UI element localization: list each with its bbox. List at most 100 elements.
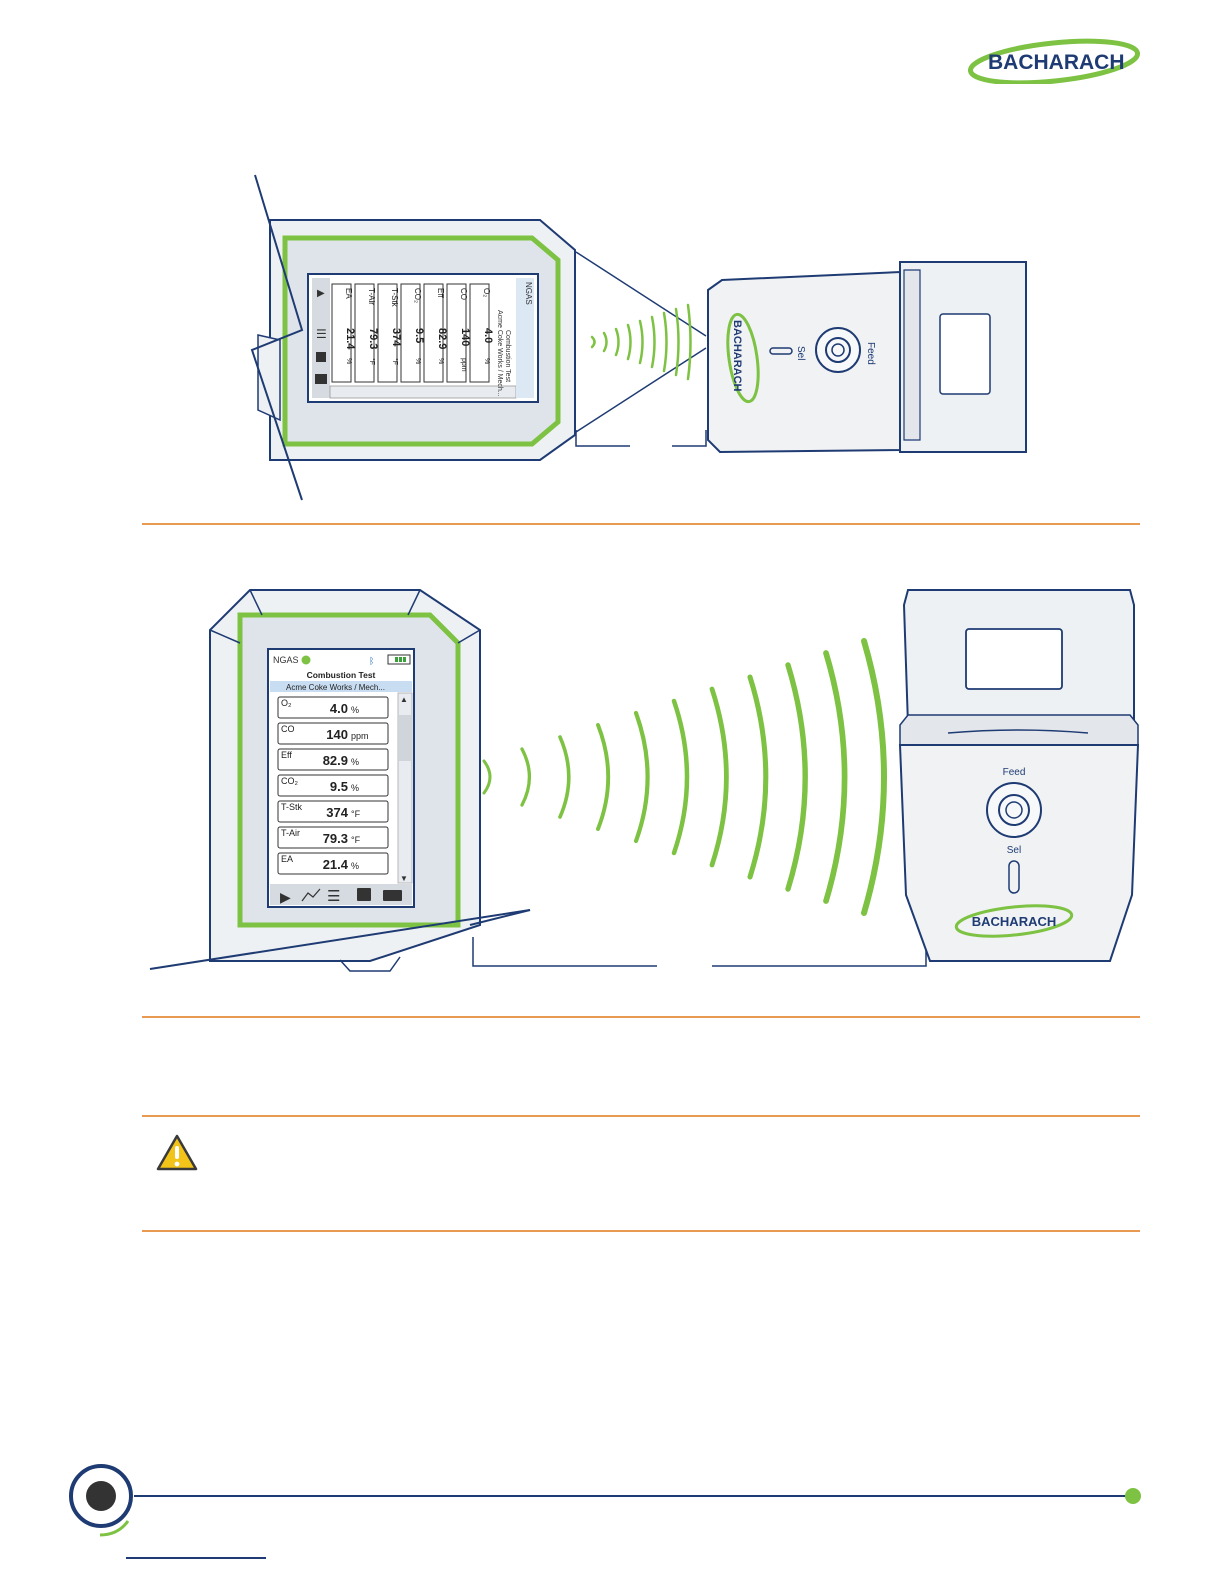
logo-text: BACHARACH xyxy=(988,51,1125,74)
ir-wave xyxy=(482,759,492,795)
reading-value: 4.0 xyxy=(482,328,494,343)
page-footer xyxy=(69,1464,1141,1559)
reading-unit: % xyxy=(351,783,359,793)
bacharach-logo: BACHARACH xyxy=(967,38,1146,86)
h-scrollbar[interactable] xyxy=(329,385,517,399)
reading-label: O₂ xyxy=(482,288,491,297)
reading-value: 9.5 xyxy=(413,328,425,343)
reading-unit: % xyxy=(483,358,490,364)
play-icon[interactable]: ▶ xyxy=(317,288,325,299)
ir-wave xyxy=(596,723,611,831)
reading-value: 21.4 xyxy=(323,857,349,872)
reading-unit: % xyxy=(351,705,359,715)
printer-logo: BACHARACH xyxy=(972,914,1057,929)
play-icon[interactable]: ▶ xyxy=(280,889,291,905)
warning-icon xyxy=(156,1134,198,1171)
reading-row-rotated[interactable]: T-Stk 374 °F xyxy=(377,283,402,383)
ir-wave xyxy=(823,650,848,904)
graph-icon[interactable] xyxy=(301,888,321,902)
reading-value: 140 xyxy=(326,727,348,742)
ir-wave xyxy=(785,662,808,892)
reading-label: T-Air xyxy=(367,288,376,305)
menu-icon[interactable]: ☰ xyxy=(327,888,340,905)
reading-label: EA xyxy=(281,854,293,864)
figure-front-view: NGAS ᛒ Combustion Test Acme Coke Works /… xyxy=(149,589,1140,972)
ir-wave xyxy=(614,327,620,357)
reading-label: CO₂ xyxy=(413,288,422,303)
reading-label: T-Stk xyxy=(390,288,399,308)
screen-title: Combustion Test xyxy=(307,670,376,680)
reading-unit: °F xyxy=(351,835,361,845)
reading-label: T-Stk xyxy=(281,802,303,812)
gas-icon xyxy=(301,655,311,665)
reading-value: 9.5 xyxy=(330,779,348,794)
save-icon[interactable] xyxy=(357,888,371,901)
reading-unit: % xyxy=(351,757,359,767)
reading-row[interactable]: Eff 82.9% xyxy=(277,748,389,771)
reading-label: EA xyxy=(344,288,353,299)
print-icon[interactable] xyxy=(383,890,402,901)
section-divider-2 xyxy=(142,1016,1140,1018)
reading-unit: °F xyxy=(368,358,376,365)
reading-label: Eff xyxy=(281,750,292,760)
scroll-down-icon[interactable]: ▼ xyxy=(400,874,408,883)
reading-label: T-Air xyxy=(281,828,300,838)
reading-label: CO xyxy=(459,288,468,300)
section-divider-1 xyxy=(142,523,1140,525)
reading-unit: °F xyxy=(391,358,399,365)
reading-value: 374 xyxy=(390,328,402,347)
ir-wave xyxy=(520,747,532,807)
reading-value: 79.3 xyxy=(367,328,379,349)
reading-label: Eff xyxy=(436,288,445,298)
ir-wave xyxy=(602,331,608,353)
ir-wave xyxy=(674,307,680,377)
menu-icon[interactable]: ☰ xyxy=(316,327,327,341)
save-icon[interactable] xyxy=(316,352,326,362)
logo-swoosh: BACHARACH xyxy=(967,38,1141,86)
reading-row-rotated[interactable]: O₂ 4.0% xyxy=(469,283,494,383)
reading-value: 82.9 xyxy=(323,753,348,768)
printer-feed-label-rot: Feed xyxy=(865,342,876,365)
printer-logo-rot: BACHARACH xyxy=(731,320,743,392)
ir-wave xyxy=(671,698,690,856)
figure-side-view: ▶ ☰ NGAS Combustion Test Acme Coke Works… xyxy=(250,174,1027,501)
battery-icon xyxy=(387,654,411,665)
reading-unit: °F xyxy=(351,809,361,819)
section-divider-3 xyxy=(142,1115,1140,1117)
ir-wave xyxy=(638,319,644,365)
reading-row-rotated[interactable]: CO₂ 9.5% xyxy=(400,283,425,383)
screen-title-rot: Combustion Test xyxy=(504,330,511,382)
reading-unit: ppm xyxy=(351,731,369,741)
print-icon[interactable] xyxy=(315,374,327,384)
scroll-up-icon[interactable]: ▲ xyxy=(400,695,408,704)
printer-sel-label: Sel xyxy=(1007,845,1021,856)
reading-unit: % xyxy=(414,358,421,364)
printer-feed-label: Feed xyxy=(1003,767,1026,778)
screen-subtitle: Acme Coke Works / Mech... xyxy=(286,683,385,692)
status-left: NGAS xyxy=(524,282,533,305)
sel-button[interactable] xyxy=(1008,860,1020,894)
screen-subtitle-rot: Acme Coke Works / Mech... xyxy=(496,310,503,397)
printer-sel-label-rot: Sel xyxy=(795,346,806,360)
reading-row-rotated[interactable]: T-Air 79.3 °F xyxy=(354,283,379,383)
reading-value: 21.4 xyxy=(344,328,356,350)
reading-row-rotated[interactable]: Eff 82.9% xyxy=(423,283,448,383)
section-divider-4 xyxy=(142,1230,1140,1232)
reading-label: CO xyxy=(281,724,295,734)
status-left: NGAS xyxy=(273,655,299,665)
ir-wave xyxy=(650,315,656,369)
reading-unit: ppm xyxy=(460,358,467,372)
reading-unit: % xyxy=(437,358,444,364)
footer-dot xyxy=(1125,1488,1141,1504)
ir-wave xyxy=(626,323,632,361)
scroll-thumb[interactable] xyxy=(399,715,411,761)
reading-value: 82.9 xyxy=(436,328,448,349)
